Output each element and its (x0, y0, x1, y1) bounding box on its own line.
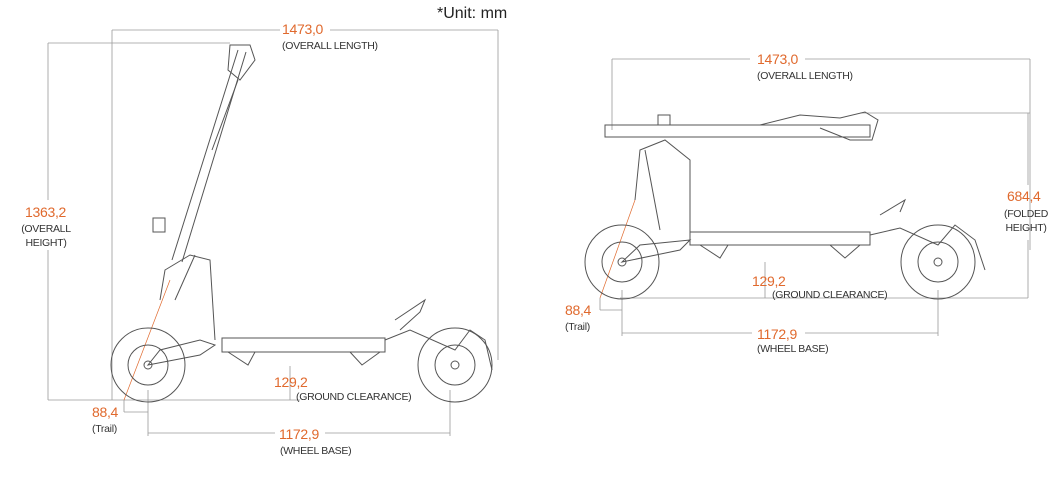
unit-note: *Unit: mm (437, 5, 508, 22)
front-wheel (110, 327, 186, 403)
folded-trail-value: 88,4 (565, 302, 592, 318)
steering-axis-line (123, 279, 171, 401)
folded-overall-length-value: 1473,0 (757, 51, 799, 67)
ground-clearance-value: 129,2 (274, 374, 308, 390)
front-wheel-folded (584, 224, 660, 300)
ground-clearance-caption: (GROUND CLEARANCE) (296, 391, 412, 403)
stem-folded (604, 124, 871, 138)
overall-length-caption: (OVERALL LENGTH) (282, 40, 378, 52)
scooter-unfolded (110, 44, 493, 403)
trail-caption: (Trail) (92, 423, 117, 435)
folded-ground-clearance-caption: (GROUND CLEARANCE) (772, 289, 888, 301)
wheel-base-value: 1172,9 (279, 426, 319, 442)
deck (221, 337, 386, 353)
folded-wheel-base-value: 1172,9 (757, 326, 797, 342)
deck-folded (689, 231, 871, 246)
dimension-lines (47, 29, 1031, 436)
overall-height-caption-2: HEIGHT) (25, 237, 67, 249)
overall-height-value: 1363,2 (25, 204, 67, 220)
steering-axis-line-folded (599, 199, 636, 299)
scooter-folded (584, 111, 986, 300)
folded-height-caption-2: HEIGHT) (1005, 222, 1047, 234)
folded-trail-caption: (Trail) (565, 321, 590, 333)
folded-height-value: 684,4 (1007, 188, 1041, 204)
rear-wheel (417, 327, 493, 403)
folded-wheel-base-caption: (WHEEL BASE) (757, 343, 829, 355)
wheel-base-caption: (WHEEL BASE) (280, 445, 352, 457)
folded-overall-length-caption: (OVERALL LENGTH) (757, 70, 853, 82)
folded-height-caption-1: (FOLDED (1004, 208, 1048, 220)
trail-value: 88,4 (92, 404, 119, 420)
folded-ground-clearance-value: 129,2 (752, 273, 786, 289)
overall-height-caption-1: (OVERALL (21, 223, 71, 235)
stem (171, 49, 247, 263)
overall-length-value: 1473,0 (282, 21, 324, 37)
rear-wheel-folded (900, 224, 976, 300)
